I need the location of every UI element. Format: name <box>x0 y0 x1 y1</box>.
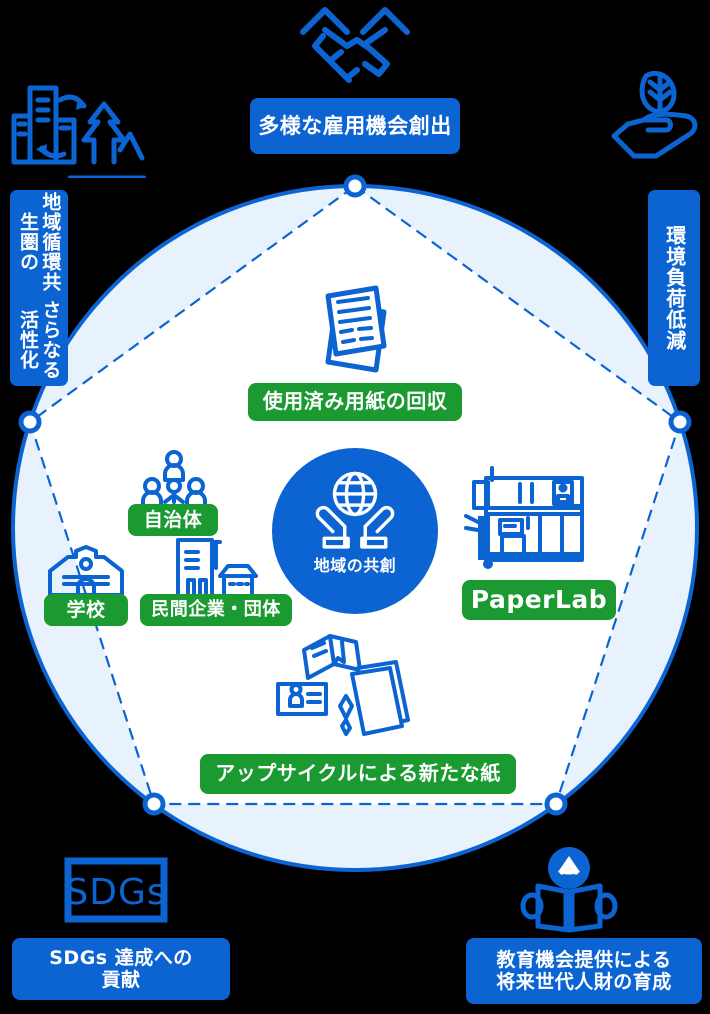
outer-label-environment-text: 環境負荷低減 <box>662 225 687 351</box>
outer-label-education-line2: 将来世代人財の育成 <box>496 971 672 993</box>
pentagon-edges <box>28 184 682 806</box>
inner-label-paperlab[interactable]: PaperLab <box>462 580 616 620</box>
inner-label-school-text: 学校 <box>66 598 106 621</box>
node-bottom-left <box>142 792 166 816</box>
office-shop-icon <box>168 536 258 602</box>
inner-label-companies[interactable]: 民間企業・団体 <box>140 594 292 626</box>
outer-label-education-line1: 教育機会提供による <box>496 948 672 971</box>
svg-text:SDGs: SDGs <box>65 872 166 913</box>
outer-label-employment[interactable]: 多様な雇用機会創出 <box>250 98 460 154</box>
outer-label-sdgs-line1: SDGs 達成への <box>49 946 193 969</box>
inner-label-paper-collection[interactable]: 使用済み用紙の回収 <box>248 383 462 421</box>
outer-label-regional-circulation-line1: 地域循環共生圏の <box>17 192 62 293</box>
pentagon-nodes <box>18 174 692 816</box>
inner-label-companies-text: 民間企業・団体 <box>151 599 281 621</box>
outer-label-regional-circulation[interactable]: 地域循環共生圏の さらなる活性化 <box>10 190 68 386</box>
hand-leaf-icon <box>608 62 704 172</box>
outer-label-employment-text: 多様な雇用機会創出 <box>258 113 452 138</box>
node-bottom-right <box>544 792 568 816</box>
inner-label-paper-collection-text: 使用済み用紙の回収 <box>262 389 448 414</box>
outer-label-education[interactable]: 教育機会提供による 将来世代人財の育成 <box>466 938 702 1004</box>
handshake-icon <box>295 2 415 88</box>
person-reading-book-icon <box>518 846 620 934</box>
outer-label-regional-circulation-line2: さらなる活性化 <box>17 300 62 381</box>
node-top <box>343 174 367 198</box>
inner-label-municipality[interactable]: 自治体 <box>128 504 218 536</box>
center-label: 地域の共創 <box>313 556 397 575</box>
inner-label-paperlab-text: PaperLab <box>470 585 608 615</box>
center-node[interactable]: 地域の共創 <box>272 448 438 614</box>
school-building-icon <box>46 545 126 601</box>
outer-label-environment[interactable]: 環境負荷低減 <box>648 190 700 386</box>
paperlab-machine-icon <box>464 464 592 574</box>
node-right <box>668 410 692 434</box>
city-nature-cycle-icon <box>8 78 146 178</box>
node-left <box>18 410 42 434</box>
inner-label-municipality-text: 自治体 <box>143 508 203 531</box>
inner-label-upcycled-paper-text: アップサイクルによる新たな紙 <box>215 761 501 786</box>
inner-label-upcycled-paper[interactable]: アップサイクルによる新たな紙 <box>200 754 516 794</box>
sdgs-logo-icon: SDGs <box>64 857 168 923</box>
stacked-documents-icon <box>312 282 400 378</box>
hands-holding-globe-icon <box>315 471 395 549</box>
book-card-paper-icon <box>272 634 412 746</box>
outer-label-sdgs-line2: 貢献 <box>101 969 141 991</box>
outer-label-sdgs[interactable]: SDGs 達成への 貢献 <box>12 938 230 1000</box>
people-group-icon <box>138 450 210 512</box>
inner-label-school[interactable]: 学校 <box>44 594 128 626</box>
